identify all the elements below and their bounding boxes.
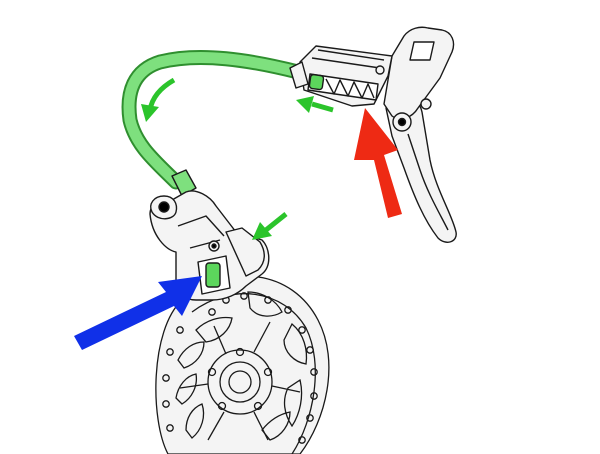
- master-cylinder-spring: [325, 78, 375, 99]
- lever-clamp-slot: [409, 41, 435, 61]
- rotor-bolt: [263, 367, 273, 377]
- brake-lever-assembly: [289, 26, 457, 243]
- brake-rotor: [155, 275, 330, 454]
- caliper-right-housing: [225, 227, 265, 277]
- hose-fluid: [123, 51, 304, 188]
- rotor-bolt: [253, 401, 263, 411]
- brake-caliper: [149, 169, 270, 301]
- lever-pivot-bolt-center: [397, 117, 407, 127]
- master-cylinder-top-detail: [311, 49, 385, 69]
- rotor-spokes: [179, 321, 301, 441]
- green-flow-arrow-icon: [141, 77, 176, 122]
- lever-force-arrow: [354, 108, 402, 218]
- brake-pad-piston: [205, 262, 221, 288]
- rotor-hub-center: [228, 370, 252, 394]
- caliper-bleed-bolt-center: [211, 243, 217, 249]
- master-cylinder-piston: [308, 73, 325, 91]
- red-arrow-icon: [354, 108, 402, 218]
- fluid-flow-arrows: [141, 77, 334, 240]
- lever-clamp-body: [383, 26, 455, 120]
- rotor-cutouts: [175, 291, 308, 441]
- rotor-bolt: [217, 401, 227, 411]
- rotor-bolt: [207, 367, 217, 377]
- hose-fitting-caliper: [171, 169, 197, 197]
- green-flow-arrow-icon: [252, 212, 288, 240]
- caliper-mount-bolt-hole: [158, 201, 170, 213]
- lever-blade-inner-edge: [407, 133, 449, 231]
- rotor-bolt: [235, 347, 245, 357]
- hose-fitting-lever: [289, 61, 309, 89]
- rotor-hub-inner: [219, 361, 261, 403]
- green-flow-arrow-icon: [296, 96, 334, 113]
- brake-hose: [121, 49, 306, 190]
- blue-arrow-icon: [74, 276, 202, 350]
- pad-force-arrow: [74, 276, 202, 350]
- rotor-hub: [207, 347, 273, 415]
- rotor-hub-outer: [207, 349, 273, 415]
- master-cylinder-screw: [375, 65, 385, 75]
- lever-clamp-screw: [420, 98, 432, 110]
